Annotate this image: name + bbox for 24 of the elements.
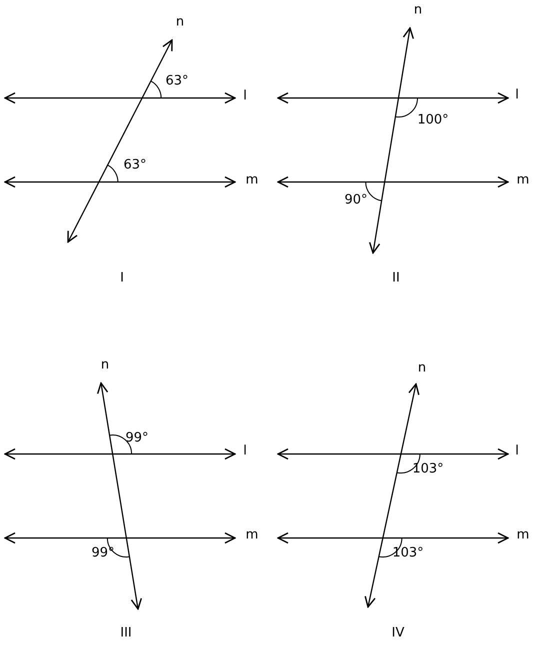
angle-label: 100°	[417, 114, 449, 126]
line-name: l	[515, 88, 519, 102]
angle-label: 63°	[123, 158, 147, 172]
line-name: n	[418, 362, 426, 374]
figure-number: III	[120, 626, 132, 640]
line-name: m	[246, 174, 258, 186]
angle-label: 90°	[344, 194, 368, 206]
line-name: n	[176, 16, 184, 28]
line-name: l	[243, 90, 247, 102]
figure-number: IV	[392, 626, 404, 640]
angle-label: 63°	[165, 74, 189, 88]
figure-number: II	[392, 272, 400, 284]
figure-number: I	[120, 272, 124, 284]
angle-label: 99°	[91, 546, 115, 560]
line-name: n	[414, 4, 422, 16]
line-name: m	[246, 528, 258, 542]
angle-label: 103°	[412, 462, 444, 476]
line-name: m	[516, 174, 530, 186]
line-name: l	[515, 444, 519, 458]
angle-label: 99°	[125, 432, 149, 444]
line-name: l	[243, 444, 247, 458]
line-name: m	[516, 528, 530, 542]
line-name: n	[100, 358, 110, 372]
angle-label: 103°	[392, 546, 424, 560]
